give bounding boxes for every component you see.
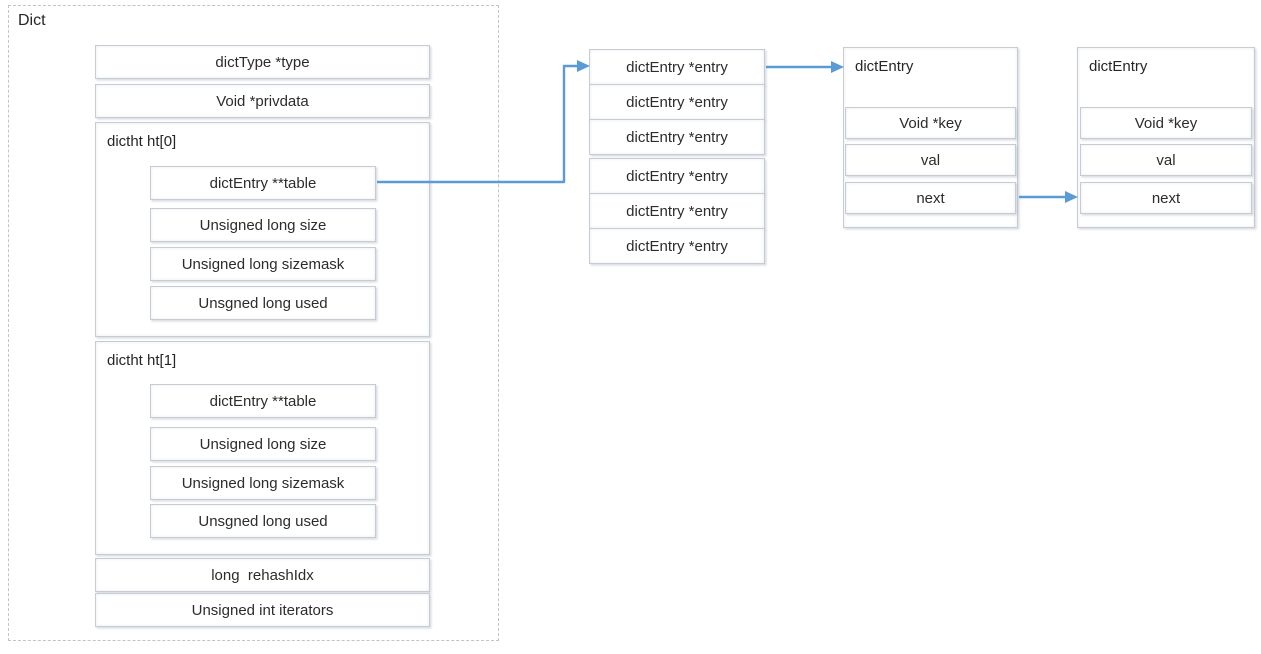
entry-slot-3: dictEntry *entry [589,158,765,194]
ht0-field-table: dictEntry **table [150,166,376,200]
ht1-container: dictht ht[1] dictEntry **table Unsigned … [95,341,430,555]
dictentry-node-1-next: next [1080,182,1252,214]
arrow-next-to-node1 [1019,191,1078,203]
dictentry-node-0-label: dictEntry [855,58,914,75]
dictentry-node-1-val: val [1080,144,1252,176]
dictentry-node-0: dictEntry Void *key val next [843,47,1018,228]
dict-frame-label: Dict [18,12,46,29]
ht0-field-size: Unsigned long size [150,208,376,242]
dictentry-node-1-key: Void *key [1080,107,1252,139]
entry-slot-2: dictEntry *entry [589,119,765,155]
ht1-field-sizemask: Unsigned long sizemask [150,466,376,500]
dictentry-node-1: dictEntry Void *key val next [1077,47,1255,228]
ht0-container: dictht ht[0] dictEntry **table Unsigned … [95,122,430,337]
ht0-field-used: Unsgned long used [150,286,376,320]
entry-slot-4: dictEntry *entry [589,193,765,229]
dict-outer-frame [8,5,499,641]
field-privdata: Void *privdata [95,84,430,118]
dictentry-node-0-key: Void *key [845,107,1016,139]
ht1-field-used: Unsgned long used [150,504,376,538]
field-iterators: Unsigned int iterators [95,593,430,627]
dictentry-node-0-next: next [845,182,1016,214]
arrow-entry-to-node0 [766,61,844,73]
entry-slot-5: dictEntry *entry [589,228,765,264]
field-rehashidx: long rehashIdx [95,558,430,592]
ht1-field-size: Unsigned long size [150,427,376,461]
dictentry-node-1-label: dictEntry [1089,58,1148,75]
ht0-field-sizemask: Unsigned long sizemask [150,247,376,281]
ht1-label: dictht ht[1] [107,352,177,369]
ht0-label: dictht ht[0] [107,133,177,150]
entry-slot-1: dictEntry *entry [589,84,765,120]
entry-slot-0: dictEntry *entry [589,49,765,85]
dictentry-node-0-val: val [845,144,1016,176]
field-dicttype: dictType *type [95,45,430,79]
ht1-field-table: dictEntry **table [150,384,376,418]
